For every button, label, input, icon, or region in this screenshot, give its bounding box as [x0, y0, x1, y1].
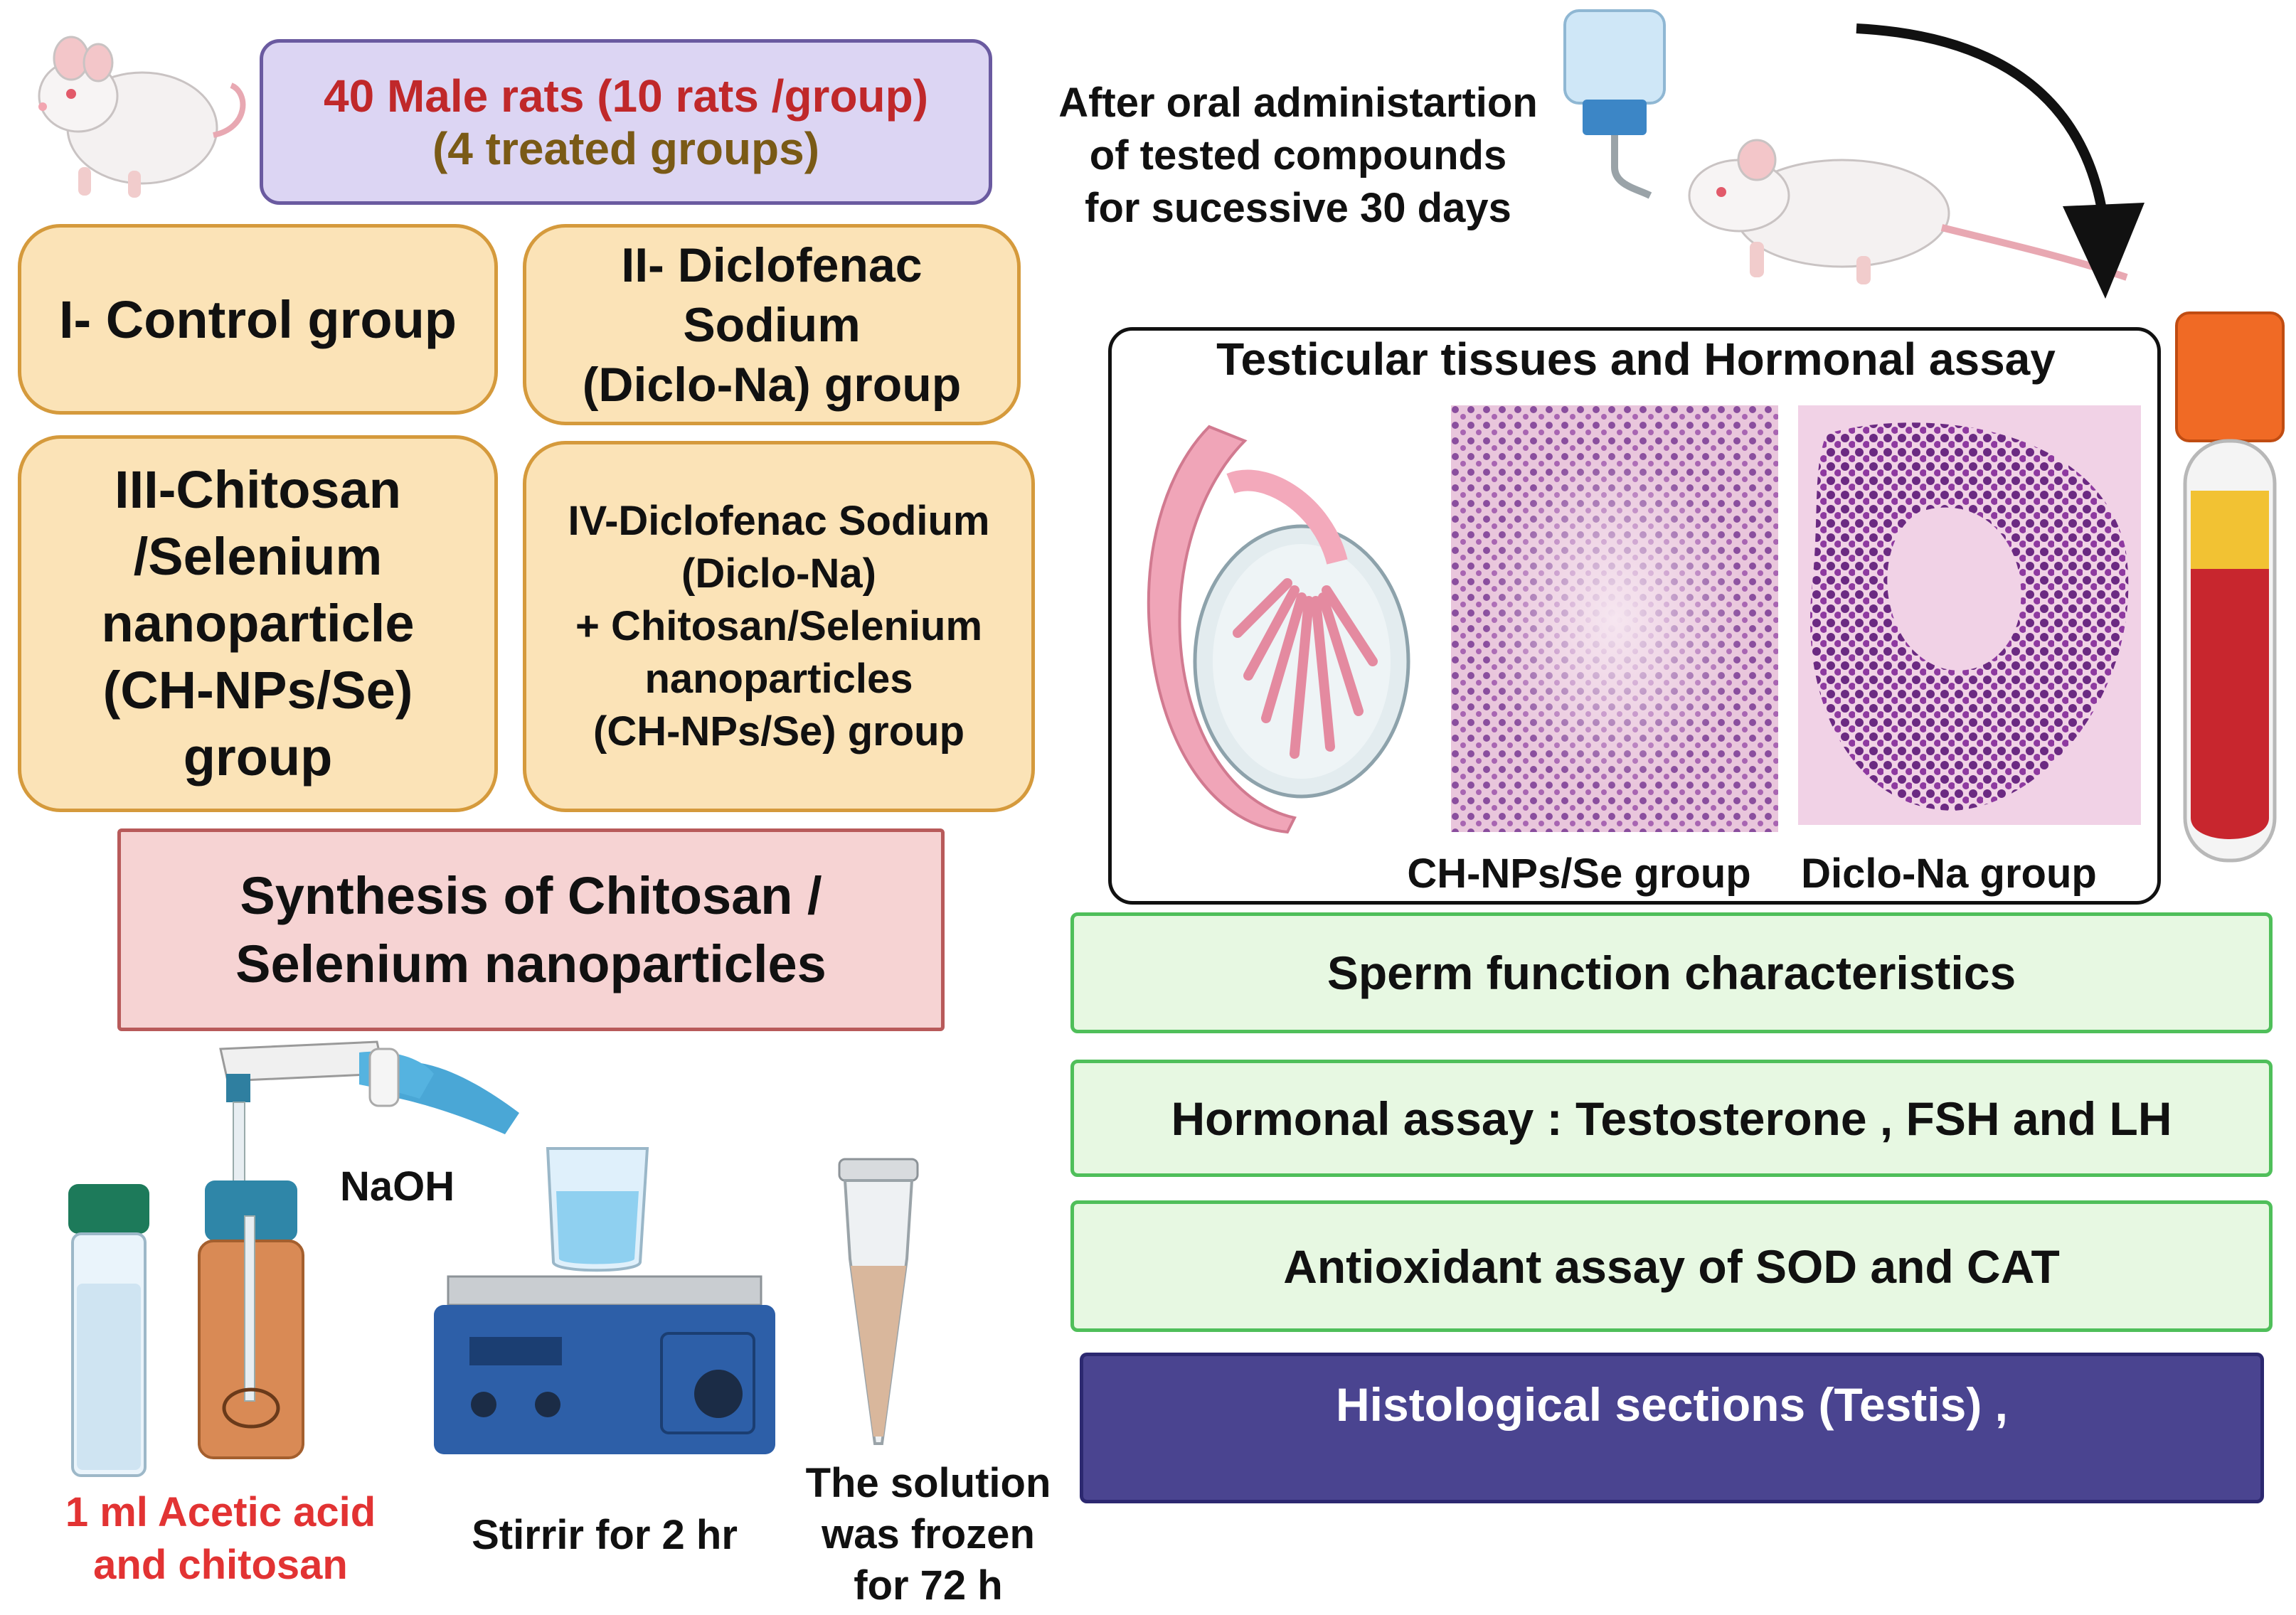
- group-1-line: I- Control group: [59, 289, 457, 349]
- frozen-line-3: for 72 h: [854, 1562, 1003, 1609]
- assay-box-sperm: Sperm function characteristics: [1070, 912, 2273, 1033]
- group-4-line: nanoparticles: [644, 656, 913, 702]
- magnetic-stirrer-illustration: [434, 1147, 775, 1454]
- caption-ch-nps-se: CH-NPs/Se group: [1407, 851, 1751, 897]
- stir-label: Stirrir for 2 hr: [472, 1512, 738, 1558]
- frozen-label: The solution was frozen for 72 h: [768, 1458, 1088, 1611]
- histology-image-diclo-na: [1798, 405, 2141, 825]
- acetic-line-2: and chitosan: [93, 1542, 348, 1588]
- histology-image-ch-nps-se: [1451, 405, 1778, 832]
- group-4-line: (Diclo-Na): [681, 550, 876, 597]
- group-3-line: group: [183, 727, 333, 787]
- histology-text: Histological sections (Testis) ,: [1336, 1378, 2008, 1431]
- group-2-line: Sodium: [683, 297, 861, 352]
- group-3-line: nanoparticle: [101, 594, 415, 653]
- synthesis-line-1: Synthesis of Chitosan /: [240, 865, 822, 925]
- assay-text: Hormonal assay : Testosterone , FSH and …: [1171, 1092, 2172, 1145]
- blood-tube-illustration: [2175, 311, 2285, 863]
- testis-anatomy-illustration: [1147, 425, 1410, 834]
- assay-text: Sperm function characteristics: [1327, 947, 2016, 999]
- curved-arrow: [1856, 23, 2144, 299]
- header-box: 40 Male rats (10 rats /group) (4 treated…: [260, 39, 992, 205]
- assay-text: Antioxidant assay of SOD and CAT: [1283, 1240, 2060, 1293]
- group-4-combination-box: IV-Diclofenac Sodium (Diclo-Na) + Chitos…: [523, 441, 1035, 812]
- frozen-line-2: was frozen: [822, 1511, 1035, 1557]
- frozen-line-1: The solution: [805, 1460, 1051, 1506]
- header-line-1: 40 Male rats (10 rats /group): [323, 70, 929, 122]
- caption-diclo-na: Diclo-Na group: [1801, 851, 2097, 897]
- admin-line-1: After oral administartion: [1058, 80, 1538, 126]
- group-3-line: /Selenium: [133, 527, 383, 586]
- group-2-line: (Diclo-Na) group: [582, 357, 962, 412]
- group-2-line: II- Diclofenac: [621, 238, 923, 292]
- group-1-control-box: I- Control group: [18, 224, 498, 415]
- administration-text: After oral administartion of tested comp…: [1038, 77, 1558, 235]
- group-4-line: IV-Diclofenac Sodium: [568, 498, 990, 544]
- acetic-acid-label: 1 ml Acetic acid and chitosan: [21, 1486, 420, 1592]
- group-2-diclofenac-box: II- Diclofenac Sodium (Diclo-Na) group: [523, 224, 1021, 425]
- synthesis-line-2: Selenium nanoparticles: [235, 934, 827, 993]
- amber-bottle-illustration: [198, 1180, 304, 1459]
- synthesis-box: Synthesis of Chitosan / Selenium nanopar…: [117, 828, 945, 1031]
- group-3-line: III-Chitosan: [115, 460, 401, 519]
- admin-line-3: for sucessive 30 days: [1085, 185, 1511, 231]
- header-line-2: (4 treated groups): [432, 122, 820, 174]
- rat-illustration-top-left: [38, 36, 246, 198]
- clear-vial-illustration: [68, 1184, 149, 1477]
- naoh-label: NaOH: [340, 1163, 455, 1210]
- group-4-line: (CH-NPs/Se) group: [593, 708, 964, 755]
- admin-line-2: of tested compounds: [1089, 132, 1507, 178]
- assay-box-hormonal: Hormonal assay : Testosterone , FSH and …: [1070, 1060, 2273, 1177]
- tissue-panel-title: Testicular tissues and Hormonal assay: [1216, 334, 2056, 385]
- water-bottle-illustration: [1563, 9, 1666, 199]
- acetic-line-1: 1 ml Acetic acid: [65, 1489, 376, 1535]
- histology-box: Histological sections (Testis) ,: [1080, 1353, 2264, 1503]
- group-3-chitosan-box: III-Chitosan /Selenium nanoparticle (CH-…: [18, 435, 498, 812]
- frozen-tube-illustration: [838, 1158, 919, 1445]
- group-4-line: + Chitosan/Selenium: [575, 603, 983, 649]
- group-3-line: (CH-NPs/Se): [102, 661, 413, 720]
- assay-box-antioxidant: Antioxidant assay of SOD and CAT: [1070, 1200, 2273, 1332]
